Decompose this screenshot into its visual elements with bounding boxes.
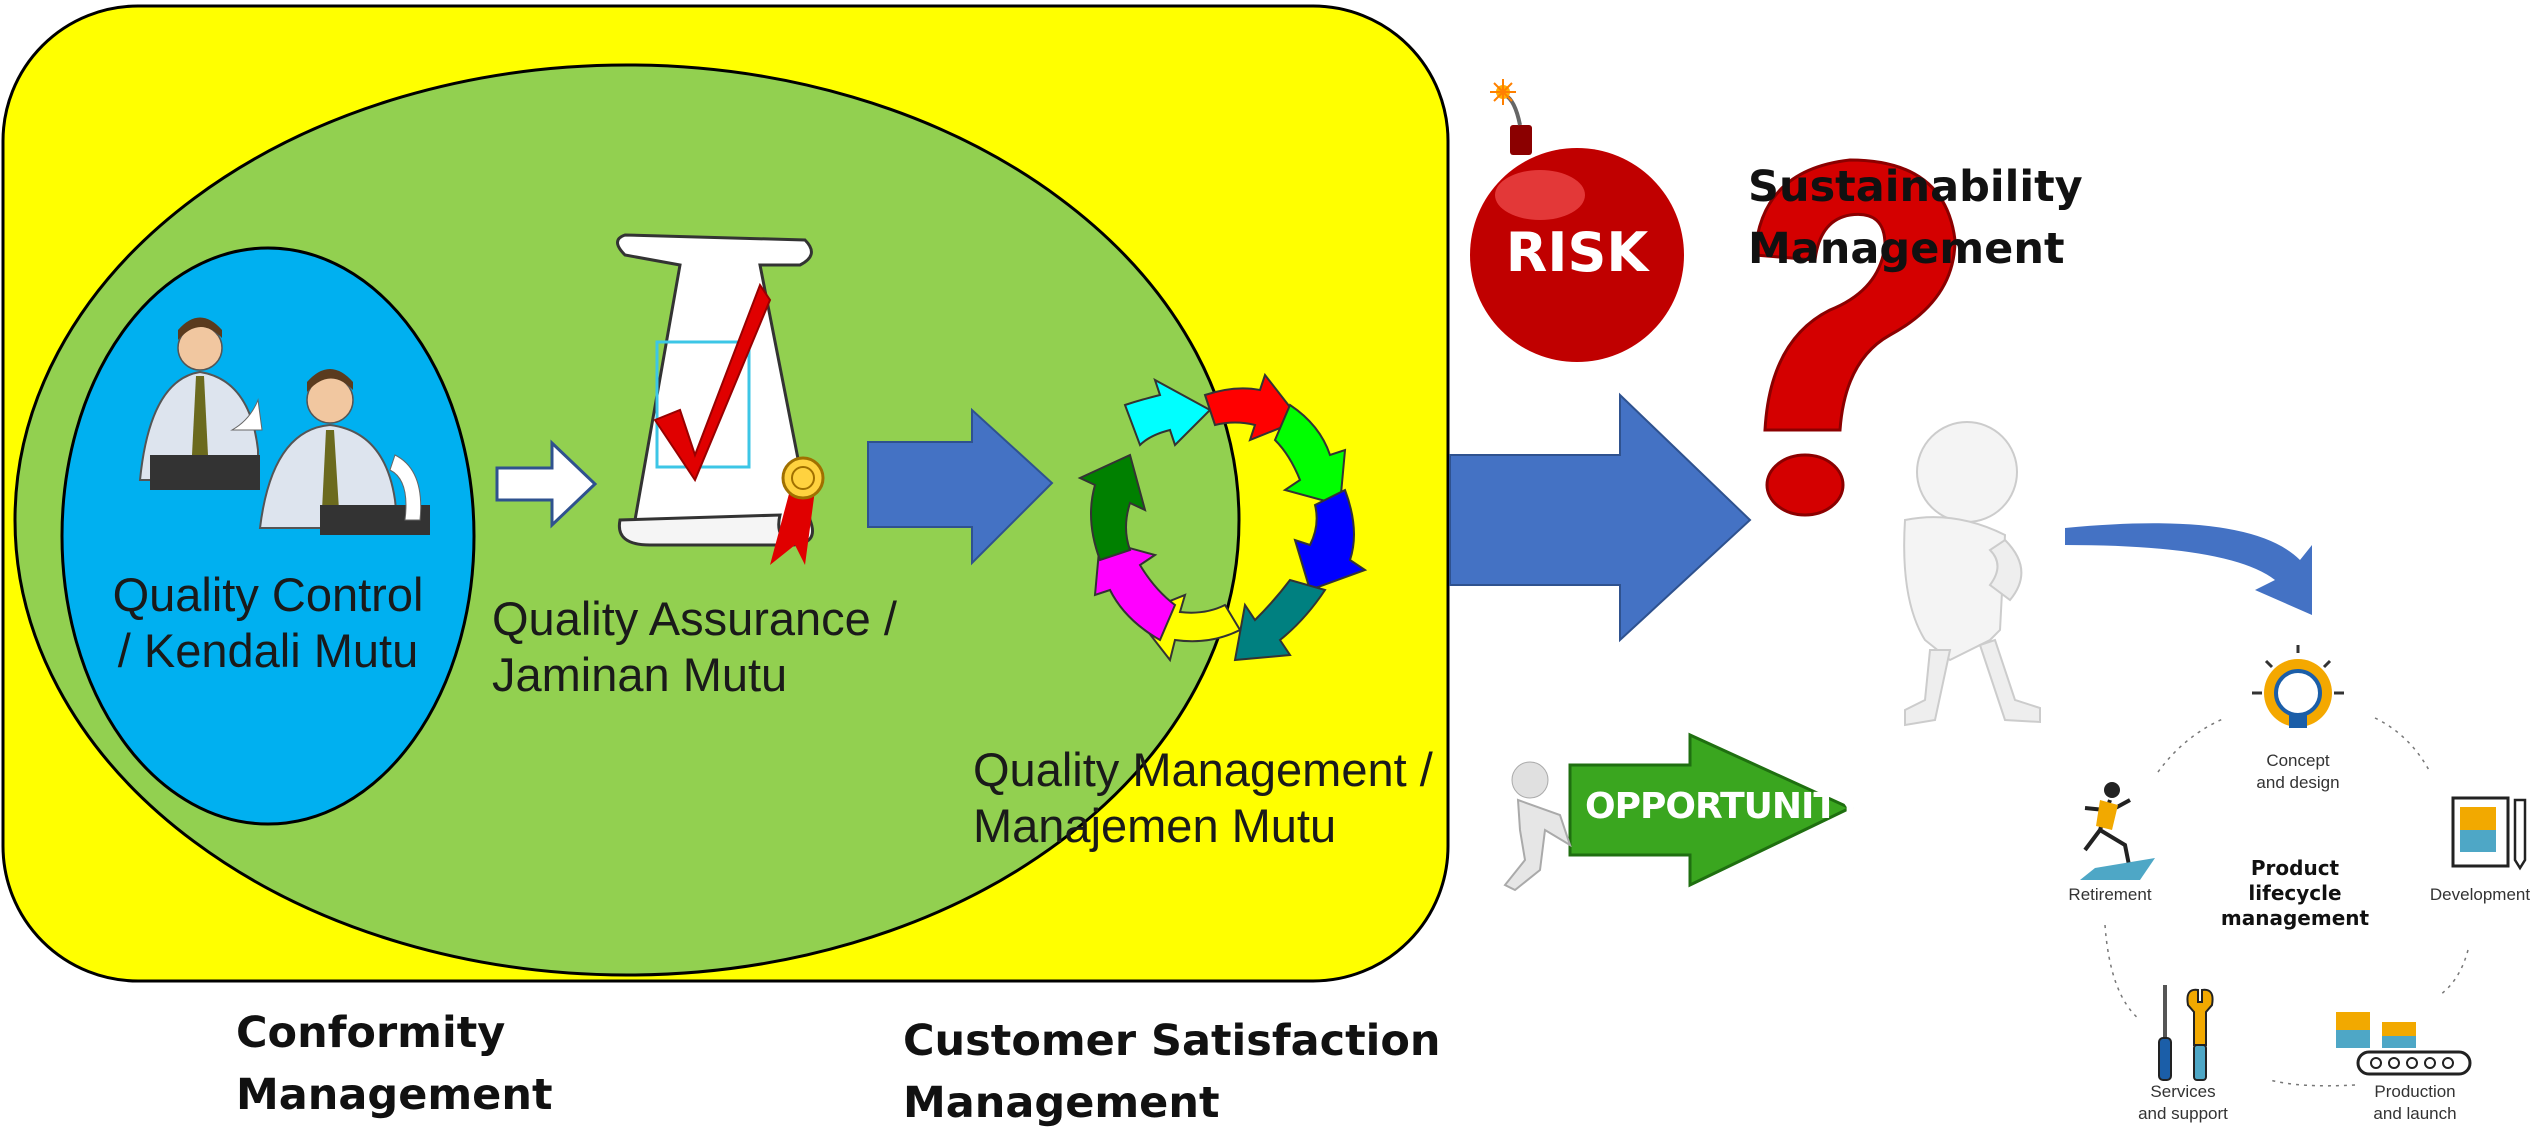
- sustainability-line-1: Sustainability: [1748, 162, 2083, 212]
- customer-satisfaction-line-2: Management: [903, 1078, 1220, 1128]
- blue-arrow-small: [867, 407, 1054, 566]
- tools-icon: [2158, 985, 2214, 1081]
- quality-management-label: Quality Management / Manajemen Mutu: [973, 742, 1433, 854]
- curved-arrow: [2065, 523, 2312, 615]
- conformity-line-2: Management: [236, 1070, 553, 1120]
- plm-stage-services: Services and support: [2113, 1081, 2253, 1125]
- opportunity-arrow-icon: [1476, 712, 1870, 902]
- conformity-management-label: Conformity Management: [236, 1002, 553, 1126]
- plm-stage-concept-line-1: Concept: [2266, 751, 2330, 770]
- plm-stage-services-line-1: Services: [2150, 1082, 2216, 1101]
- workers-icon: [138, 317, 430, 535]
- plm-stage-retirement: Retirement: [2050, 884, 2170, 906]
- plm-stage-production-line-1: Production: [2374, 1082, 2456, 1101]
- plm-stage-production-line-2: and launch: [2373, 1104, 2457, 1123]
- plm-center-label: Product lifecycle management: [2215, 856, 2375, 931]
- notepad-icon: [2451, 796, 2527, 871]
- sustainability-line-2: Management: [1748, 224, 2065, 274]
- opportunity-label: OPPORTUNITY: [1585, 786, 1863, 827]
- plm-cycle: [2104, 717, 2469, 1087]
- plm-stage-retirement-line-1: Retirement: [2068, 885, 2152, 904]
- quality-assurance-label: Quality Assurance / Jaminan Mutu: [492, 591, 897, 703]
- plm-stage-development: Development: [2415, 884, 2542, 906]
- customer-satisfaction-line-1: Customer Satisfaction: [903, 1016, 1441, 1066]
- sustainability-management-label: Sustainability Management: [1748, 156, 2083, 280]
- runner-icon: [2080, 782, 2155, 880]
- quality-control-line-1: Quality Control: [112, 568, 424, 621]
- quality-control-region: [60, 246, 476, 826]
- quality-assurance-line-2: Jaminan Mutu: [492, 648, 788, 701]
- plm-stage-production: Production and launch: [2345, 1081, 2485, 1125]
- quality-management-line-1: Quality Management /: [973, 743, 1433, 796]
- plm-stage-services-line-2: and support: [2138, 1104, 2228, 1123]
- quality-assurance-line-1: Quality Assurance /: [492, 592, 897, 645]
- quality-control-label: Quality Control / Kendali Mutu: [108, 567, 428, 679]
- blue-arrow-large: [1449, 392, 1752, 643]
- conformity-line-1: Conformity: [236, 1008, 506, 1058]
- certificate-scroll-icon: [616, 233, 825, 565]
- plm-stage-concept-line-2: and design: [2256, 773, 2340, 792]
- risk-label: RISK: [1505, 221, 1649, 284]
- question-mark-figure-icon: [1753, 158, 2041, 727]
- cycle-arrows-icon: [1077, 372, 1368, 663]
- conveyor-icon: [2336, 1012, 2472, 1076]
- plm-center-line-2: lifecycle: [2248, 881, 2342, 905]
- lightbulb-icon: [2252, 645, 2344, 728]
- quality-management-line-2: Manajemen Mutu: [973, 799, 1337, 852]
- risk-bomb-icon: [1470, 79, 1684, 362]
- plm-stage-development-line-1: Development: [2429, 885, 2531, 904]
- customer-satisfaction-label: Customer Satisfaction Management: [903, 1010, 1441, 1129]
- plm-stage-concept: Concept and design: [2228, 750, 2368, 794]
- plm-center-line-1: Product: [2250, 856, 2340, 880]
- white-arrow: [495, 439, 598, 529]
- quality-control-line-2: / Kendali Mutu: [117, 624, 419, 677]
- plm-center-line-3: management: [2220, 906, 2370, 930]
